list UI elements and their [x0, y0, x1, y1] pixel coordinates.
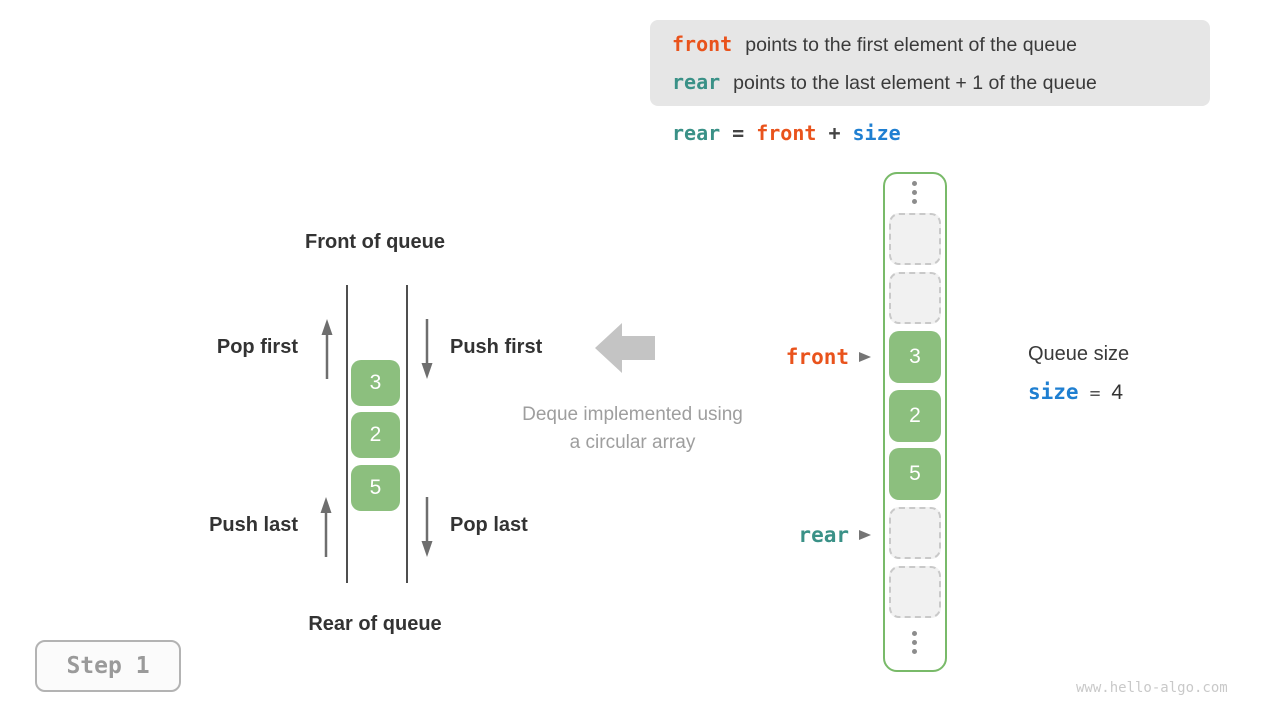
rear-pointer: rear: [690, 523, 872, 547]
caption-line1: Deque implemented using: [522, 404, 743, 425]
queue-size-label: Queue size: [1028, 343, 1130, 365]
caption: Deque implemented using a circular array: [480, 401, 785, 457]
legend-line-rear: rear points to the last element + 1 of th…: [672, 64, 1210, 102]
step-badge: Step 1: [35, 640, 181, 692]
channel-left-line: [346, 285, 348, 583]
pop-first-label: Pop first: [216, 336, 298, 358]
ellipsis-top-icon: [912, 181, 917, 204]
push-last-label: Push last: [209, 514, 298, 536]
array-cell: 5: [889, 448, 941, 500]
channel-right-line: [406, 285, 408, 583]
formula-equals: =: [732, 121, 745, 145]
size-keyword: size: [1028, 380, 1079, 404]
size-value: 4: [1111, 381, 1124, 404]
size-equals: =: [1089, 383, 1101, 404]
push-first-down-arrow-icon: [417, 317, 437, 386]
push-first-label: Push first: [450, 336, 543, 358]
formula-plus: +: [828, 121, 841, 145]
array-cell: 3: [889, 331, 941, 383]
formula: rear = front + size: [672, 121, 901, 145]
watermark: www.hello-algo.com: [1076, 680, 1228, 696]
front-pointer-arrowhead-icon: [859, 352, 871, 362]
formula-front: front: [756, 121, 817, 145]
queue-size-value-line: size = 4: [1028, 380, 1123, 405]
array-cell-empty: [889, 507, 941, 559]
deque-cell: 2: [351, 412, 400, 458]
formula-size: size: [852, 121, 901, 145]
legend-line-front: front points to the first element of the …: [672, 26, 1210, 64]
rear-of-queue-label: Rear of queue: [308, 613, 442, 635]
caption-line2: a circular array: [569, 432, 696, 453]
formula-rear: rear: [672, 121, 721, 145]
front-pointer-label: front: [785, 345, 849, 369]
array-cell-empty: [889, 213, 941, 265]
rear-keyword: rear: [672, 70, 721, 94]
push-last-up-arrow-icon: [316, 495, 336, 564]
legend-box: front points to the first element of the …: [650, 20, 1210, 106]
array-cell: 2: [889, 390, 941, 442]
legend-front-text: points to the first element of the queue: [745, 34, 1077, 56]
pop-last-down-arrow-icon: [417, 495, 437, 564]
front-pointer: front: [690, 345, 872, 369]
pop-last-label: Pop last: [450, 514, 528, 536]
rear-pointer-arrowhead-icon: [859, 530, 871, 540]
front-keyword: front: [672, 32, 733, 56]
front-of-queue-label: Front of queue: [305, 231, 445, 253]
rear-pointer-label: rear: [798, 523, 849, 547]
deque-cell: 3: [351, 360, 400, 406]
array-cell-empty: [889, 566, 941, 618]
left-block-arrow-icon: [595, 323, 655, 378]
deque-cell: 5: [351, 465, 400, 511]
pop-first-up-arrow-icon: [317, 317, 337, 386]
ellipsis-bottom-icon: [912, 631, 917, 654]
legend-rear-text: points to the last element + 1 of the qu…: [733, 72, 1097, 94]
array-cell-empty: [889, 272, 941, 324]
